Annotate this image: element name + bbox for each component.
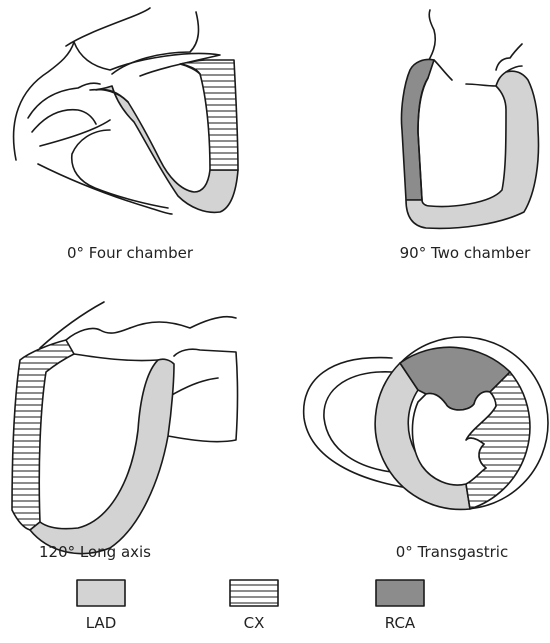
four-chamber-outer-atrial-wall <box>14 42 220 160</box>
two-chamber-label: 90° Two chamber <box>380 244 550 262</box>
legend-swatch-rca <box>376 580 424 606</box>
long-axis-view <box>12 302 238 554</box>
long-axis-left-atrium <box>168 349 238 441</box>
four-chamber-right-ventricle-cavity <box>72 130 168 208</box>
four-chamber-view <box>14 8 238 214</box>
two-chamber-lad-segment <box>406 71 538 228</box>
long-axis-lv-cavity <box>74 354 158 361</box>
two-chamber-view <box>401 10 538 228</box>
four-chamber-right-atrial-floor <box>40 120 110 146</box>
legend-label-lad: LAD <box>71 614 131 632</box>
long-axis-upper-vessel <box>40 302 104 348</box>
transgastric-label: 0° Transgastric <box>362 543 542 561</box>
long-axis-label: 120° Long axis <box>10 543 180 561</box>
long-axis-lad-segment <box>30 359 174 553</box>
long-axis-aortic-root <box>66 328 130 340</box>
two-chamber-lv-cavity <box>418 78 496 200</box>
legend-label-rca: RCA <box>370 614 430 632</box>
long-axis-la-inner <box>170 378 218 396</box>
legend-swatch-lad <box>77 580 125 606</box>
legend-label-cx: CX <box>224 614 284 632</box>
legend-swatch-cx <box>230 580 278 606</box>
four-chamber-label: 0° Four chamber <box>30 244 230 262</box>
legend <box>77 580 424 606</box>
four-chamber-right-atrium-outline <box>32 110 96 132</box>
four-chamber-cx-segment <box>180 60 238 170</box>
long-axis-aorta <box>130 317 236 328</box>
four-chamber-upper-curve <box>66 8 150 46</box>
four-chamber-atrial-septum-line <box>28 83 100 118</box>
long-axis-cx-segment <box>12 340 74 530</box>
transgastric-view <box>304 337 548 509</box>
two-chamber-mitral-line <box>434 60 452 80</box>
four-chamber-right-ventricle-outer-wall <box>38 164 172 214</box>
